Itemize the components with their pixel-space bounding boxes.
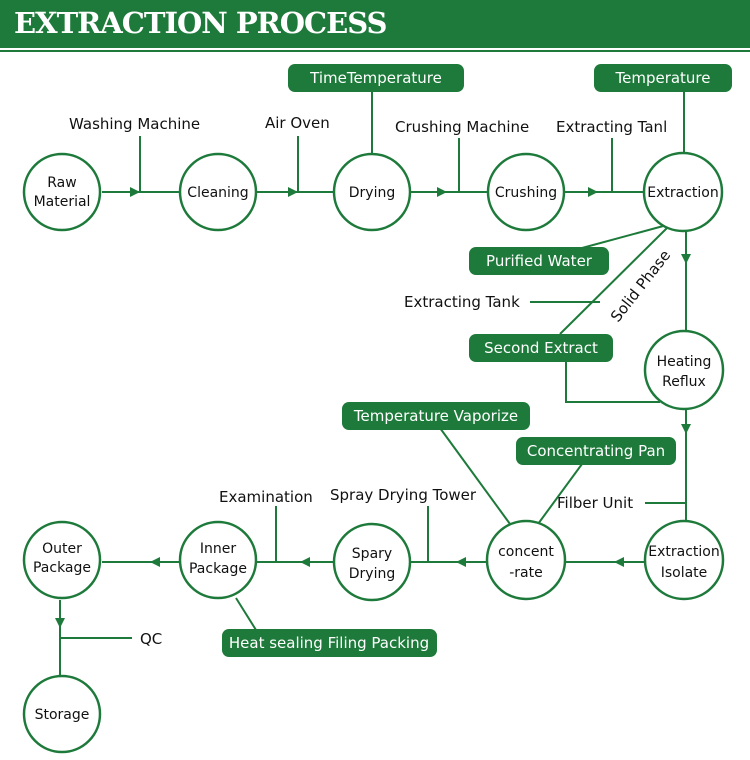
node-extraction: Extraction: [642, 151, 724, 233]
node-label: -rate: [509, 565, 543, 581]
node-outer-package: Outer Package: [22, 520, 102, 600]
node-label: Crushing: [495, 185, 557, 201]
label-air-oven: Air Oven: [265, 114, 330, 132]
tag-label: Temperature: [614, 69, 710, 87]
label-extracting-tank-top: Extracting Tanl: [556, 118, 667, 136]
node-label: Material: [34, 194, 91, 210]
tag-label: Heat sealing Filing Packing: [229, 634, 429, 652]
label-solid-phase: Solid Phase: [607, 247, 674, 326]
node-label: Extraction: [647, 185, 718, 201]
tag-heat-sealing: Heat sealing Filing Packing: [222, 629, 437, 657]
node-label: Inner: [200, 541, 236, 557]
tag-temperature-vaporize: Temperature Vaporize: [342, 402, 530, 430]
arrow-right-2: [288, 187, 298, 197]
arrow-down-2: [681, 424, 691, 434]
arrow-right-4: [588, 187, 598, 197]
node-label: Extraction: [648, 544, 719, 560]
arrow-down-3: [55, 618, 65, 628]
tag-concentrating-pan: Concentrating Pan: [516, 437, 676, 465]
arrow-left-2: [456, 557, 466, 567]
node-label: Reflux: [662, 374, 706, 390]
tag-label: Concentrating Pan: [527, 442, 665, 460]
arrow-left-3: [300, 557, 310, 567]
node-label: Raw: [47, 175, 76, 191]
label-filber-unit: Filber Unit: [557, 494, 633, 512]
label-crushing-machine: Crushing Machine: [395, 118, 529, 136]
node-cleaning: Cleaning: [178, 152, 258, 232]
tag-label: Purified Water: [486, 252, 593, 270]
tag-temperature: Temperature: [594, 64, 732, 92]
label-extracting-tank: Extracting Tank: [404, 293, 520, 311]
node-label: Isolate: [661, 565, 708, 581]
node-storage: Storage: [22, 674, 102, 754]
node-label: Drying: [349, 185, 395, 201]
node-label: Cleaning: [187, 185, 248, 201]
node-label: Spary: [352, 546, 392, 562]
arrow-right-3: [437, 187, 447, 197]
node-label: Storage: [35, 707, 90, 723]
arrow-down-1: [681, 254, 691, 264]
node-extraction-isolate: Extraction Isolate: [643, 519, 725, 601]
label-spray-drying-tower: Spray Drying Tower: [330, 486, 477, 504]
node-label: Drying: [349, 566, 395, 582]
tag-label: TimeTemperature: [309, 69, 442, 87]
node-label: Package: [33, 560, 91, 576]
tag-label: Second Extract: [484, 339, 598, 357]
arrow-left-4: [150, 557, 160, 567]
header-bar: EXTRACTION PROCESS: [0, 0, 750, 48]
node-concentrate: concent -rate: [485, 519, 567, 601]
node-label: Heating: [657, 354, 712, 370]
label-examination: Examination: [219, 488, 313, 506]
node-drying: Drying: [332, 152, 412, 232]
node-label: concent: [498, 544, 554, 560]
arrow-left-1: [614, 557, 624, 567]
node-spary-drying: Spary Drying: [332, 522, 412, 602]
node-inner-package: Inner Package: [178, 520, 258, 600]
arrowheads: [55, 187, 691, 628]
tag-purified-water: Purified Water: [469, 247, 609, 275]
label-qc: QC: [140, 630, 162, 648]
header-divider: [0, 50, 750, 52]
tag-time-temperature: TimeTemperature: [288, 64, 464, 92]
node-crushing: Crushing: [486, 152, 566, 232]
tag-label: Temperature Vaporize: [353, 407, 518, 425]
tag-second-extract: Second Extract: [469, 334, 613, 362]
node-heating-reflux: Heating Reflux: [643, 329, 725, 411]
node-raw-material: Raw Material: [22, 152, 102, 232]
node-label: Outer: [42, 541, 82, 557]
node-label: Package: [189, 561, 247, 577]
arrow-right-1: [130, 187, 140, 197]
label-washing-machine: Washing Machine: [69, 115, 200, 133]
page-title: EXTRACTION PROCESS: [14, 6, 387, 40]
